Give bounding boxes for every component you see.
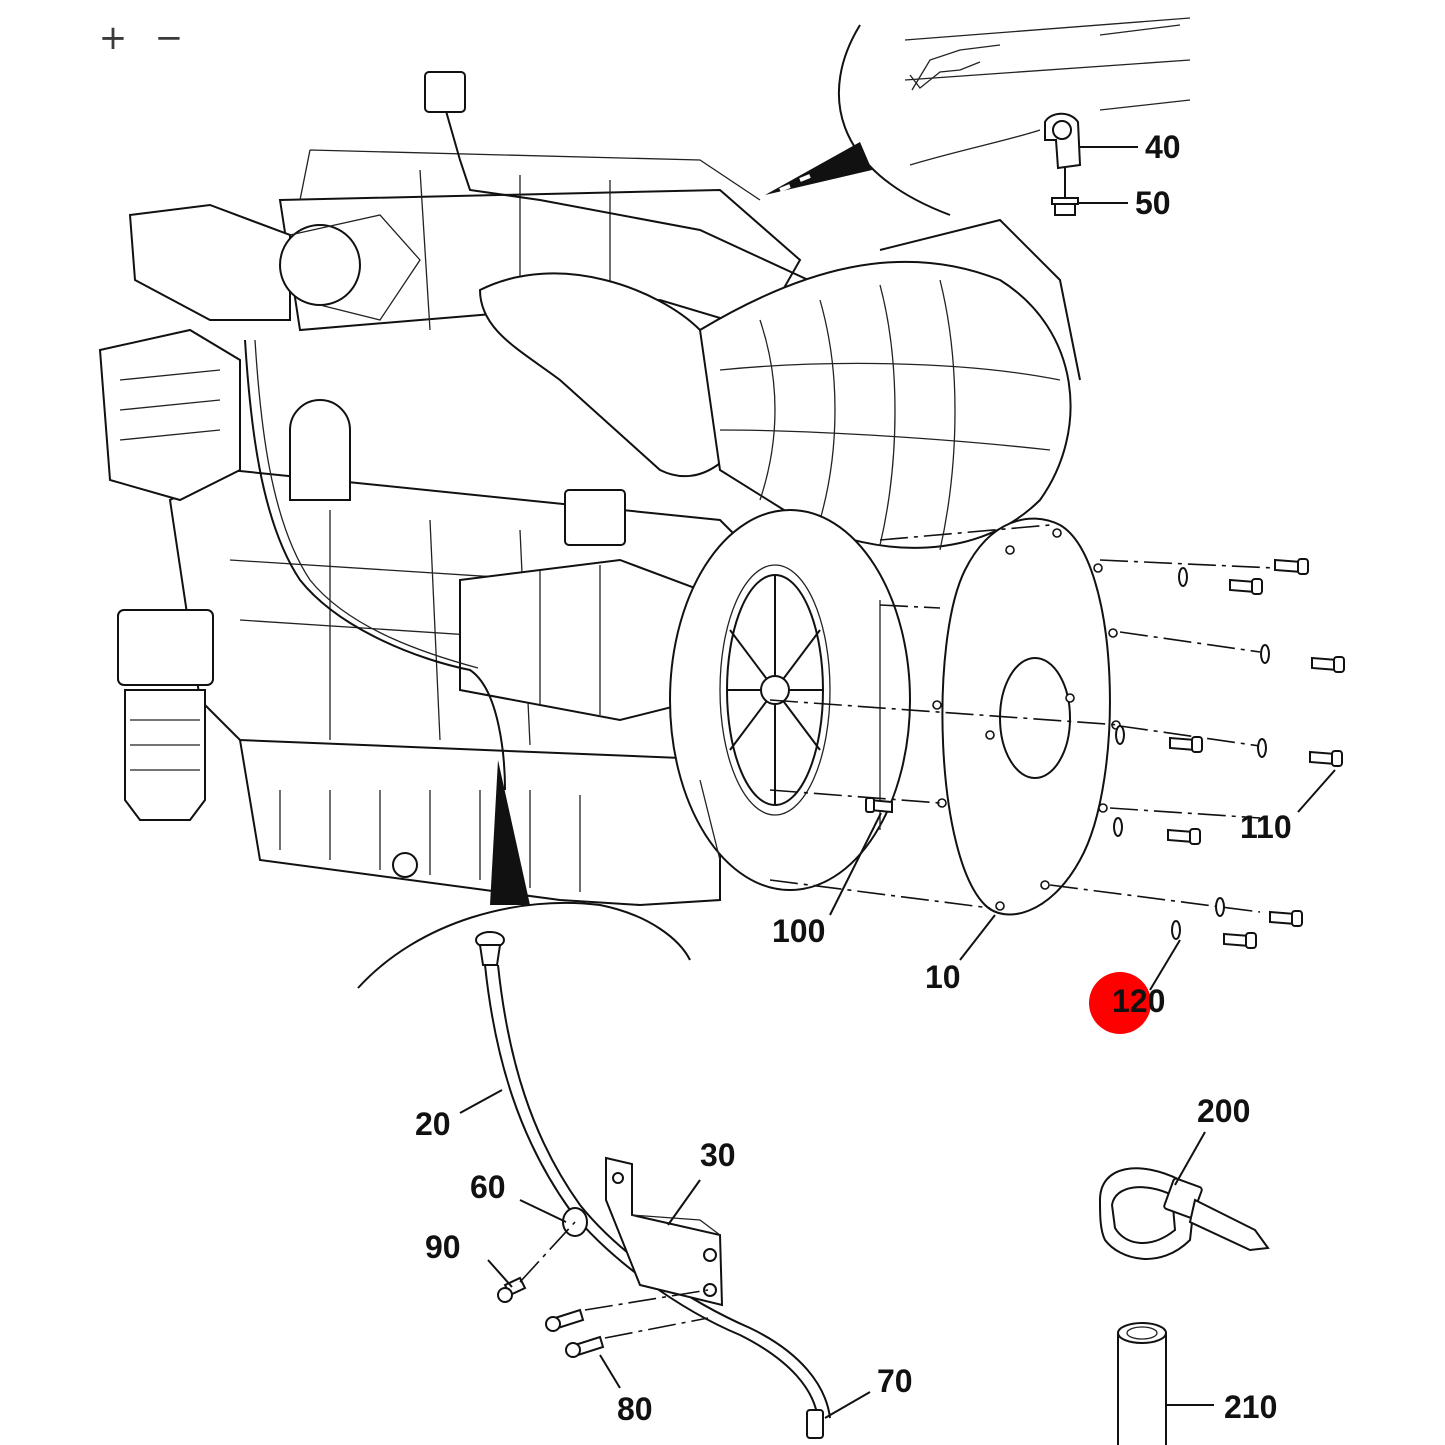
callout-100[interactable]: 100 — [772, 913, 825, 949]
zoom-controls: + − — [96, 18, 186, 58]
highlight-marker[interactable] — [1089, 972, 1151, 1034]
callout-110[interactable]: 110 — [1240, 809, 1292, 845]
callout-90[interactable]: 90 — [425, 1229, 461, 1265]
callout-80[interactable]: 80 — [617, 1391, 653, 1427]
dipstick-detail-inset — [357, 901, 831, 1439]
cover-plate-part-10 — [769, 517, 1276, 916]
callout-120[interactable]: 120 — [1112, 983, 1165, 1019]
callout-20[interactable]: 20 — [415, 1106, 451, 1142]
fastener-group — [865, 558, 1345, 949]
callout-200[interactable]: 200 — [1197, 1093, 1250, 1129]
tube-part-210 — [1117, 1322, 1167, 1445]
engine-illustration — [98, 71, 1081, 907]
callout-70[interactable]: 70 — [877, 1363, 913, 1399]
callout-50[interactable]: 50 — [1135, 185, 1171, 221]
callout-30[interactable]: 30 — [700, 1137, 736, 1173]
callout-40[interactable]: 40 — [1145, 129, 1181, 165]
callout-labels: 40 50 110 100 10 120 200 30 20 60 90 80 … — [415, 129, 1292, 1427]
callout-60[interactable]: 60 — [470, 1169, 506, 1205]
zoom-in-button[interactable]: + — [98, 18, 128, 58]
leader-lines — [459, 146, 1336, 1419]
sensor-detail-inset — [765, 17, 1191, 216]
cable-tie-part-200 — [1098, 1167, 1270, 1260]
callout-10[interactable]: 10 — [925, 959, 961, 995]
callout-210[interactable]: 210 — [1224, 1389, 1277, 1425]
zoom-out-button[interactable]: − — [154, 18, 184, 58]
